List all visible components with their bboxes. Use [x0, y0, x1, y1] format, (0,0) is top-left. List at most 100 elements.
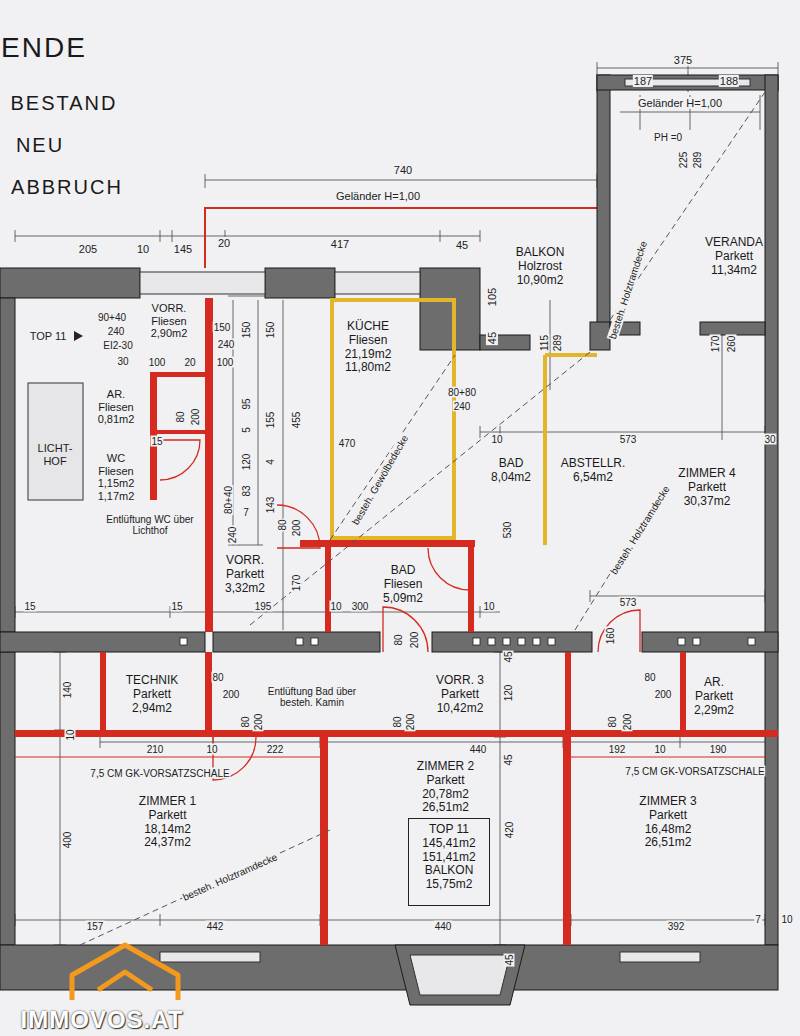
- dimension-label: 170: [710, 335, 721, 354]
- dimension-label: 200: [654, 689, 673, 700]
- room-label-box: VERANDAParkett11,34m2: [694, 234, 774, 284]
- room-detail: 1,15m2: [98, 477, 135, 490]
- room-detail: Parkett: [226, 568, 264, 582]
- room-detail: Holzrost: [518, 260, 562, 274]
- room-detail: 20,78m2: [422, 788, 469, 802]
- room-label-box: TECHNIKParkett2,94m2: [112, 672, 192, 720]
- room-detail: Parkett: [695, 690, 733, 704]
- room-name: BALKON: [516, 246, 565, 260]
- dimension-label: 195: [254, 601, 273, 612]
- room-detail: 16,48m2: [645, 823, 692, 837]
- room-detail: 21,19m2: [345, 348, 392, 362]
- dimension-label: 45: [455, 239, 469, 251]
- room-detail: 18,14m2: [144, 823, 191, 837]
- room-name: AR.: [704, 676, 724, 690]
- room-name: ZIMMER 1: [139, 795, 196, 809]
- room-name: TOP 11: [429, 823, 469, 837]
- lining-line: [15, 757, 765, 758]
- room-label-box: VORR.Fliesen2,90m2: [135, 300, 203, 355]
- dimension-label: 289: [552, 334, 563, 353]
- dimension-label: 187: [633, 75, 653, 87]
- door-swings: [160, 440, 640, 780]
- dimension-label: 100: [148, 357, 167, 368]
- dimension-label: 188: [719, 75, 739, 87]
- room-label-box: BALKONHolzrost10,90m2: [498, 244, 582, 292]
- light-well: [28, 383, 83, 500]
- legend-heading: ENDE: [0, 33, 88, 64]
- room-label-box: VORR.Parkett3,32m2: [213, 552, 277, 599]
- room-detail: Fliesen: [151, 315, 186, 328]
- dimension-label: 4: [265, 458, 276, 466]
- room-name: BAD: [391, 564, 416, 578]
- dimension-label: 190: [709, 744, 728, 755]
- room-name: VERANDA: [705, 236, 763, 250]
- dimension-label: 573: [619, 434, 638, 445]
- room-name: WC: [107, 452, 125, 465]
- dimension-label: 205: [78, 243, 98, 255]
- room-detail: Parkett: [148, 809, 186, 823]
- dimension-label: 240: [227, 526, 238, 545]
- dimension-label: 170: [291, 574, 302, 593]
- dimension-label: 5: [241, 426, 252, 434]
- room-detail: 0,81m2: [98, 413, 135, 426]
- dimension-label: 530: [502, 521, 513, 540]
- new-walls: [15, 298, 778, 945]
- room-detail: Parkett: [133, 688, 171, 702]
- plan-note: TOP 11: [29, 330, 68, 342]
- dimension-label: 10: [205, 744, 218, 755]
- plan-note: 7,5 CM GK-VORSATZSCHALE: [89, 768, 230, 779]
- room-name: TECHNIK: [126, 674, 179, 688]
- dimension-label: 45: [503, 650, 514, 663]
- flue-squares: [180, 638, 755, 645]
- dimension-label: 200: [190, 408, 201, 427]
- dimension-label: 150: [241, 321, 252, 340]
- dimension-label: 200: [291, 519, 302, 538]
- dimension-label: 440: [469, 744, 488, 755]
- room-name: VORR.: [152, 302, 187, 315]
- dimension-label: 10: [329, 601, 342, 612]
- room-name: VORR.: [226, 554, 264, 568]
- dimension-label: 10: [780, 914, 793, 925]
- dimension-label: 200: [409, 631, 420, 650]
- dimension-label: 83: [241, 484, 252, 497]
- room-detail: 5,09m2: [383, 592, 423, 606]
- watermark: IMMOVOS.AT: [20, 1007, 185, 1033]
- dimension-label: 225: [678, 151, 689, 170]
- dimension-label: 155: [265, 411, 276, 430]
- room-name: ABSTELLR.: [561, 457, 626, 471]
- dimension-label: 470: [338, 438, 357, 449]
- dimension-label: 192: [608, 744, 627, 755]
- dimension-label: 420: [504, 821, 515, 840]
- dimension-label: 45: [486, 331, 498, 345]
- dimension-label: 150: [213, 322, 232, 333]
- dimension-label: 105: [486, 287, 498, 307]
- dimension-label: 45: [503, 753, 514, 766]
- dimension-label: 80+80: [447, 387, 477, 398]
- room-detail: Fliesen: [98, 465, 133, 478]
- dimension-label: EI2-30: [102, 340, 133, 351]
- dimension-label: 240: [453, 401, 472, 412]
- dimension-label: 120: [241, 453, 252, 472]
- dimension-label: 15: [150, 436, 163, 447]
- dimension-label: 20: [183, 357, 196, 368]
- plan-note: 7,5 CM GK-VORSATZSCHALE: [624, 766, 765, 777]
- room-label-box: ZIMMER 2Parkett20,78m226,51m2TOP 11145,4…: [328, 755, 563, 945]
- room-name: ZIMMER 2: [417, 760, 474, 774]
- plan-note: besteh. Gewölbedecke: [349, 432, 410, 527]
- dimension-label: 200: [222, 689, 241, 700]
- dimension-label: 222: [266, 744, 285, 755]
- room-detail: 26,51m2: [645, 836, 692, 850]
- room-detail: Parkett: [649, 809, 687, 823]
- dimension-label: 200: [405, 713, 416, 732]
- dimension-label: 95: [241, 397, 252, 410]
- dimension-label: 442: [206, 921, 225, 932]
- room-detail: 10,42m2: [437, 702, 484, 716]
- dimension-label: 7: [242, 507, 250, 518]
- dimension-label: 15: [23, 601, 36, 612]
- area-summary-box: TOP 11145,41m2151,41m2BALKON15,75m2: [408, 818, 490, 906]
- room-detail: 10,90m2: [517, 274, 564, 288]
- dimension-label: 80: [607, 715, 618, 728]
- logo-house: [72, 945, 178, 1000]
- dimension-label: 300: [351, 601, 370, 612]
- dimension-label: 440: [434, 921, 453, 932]
